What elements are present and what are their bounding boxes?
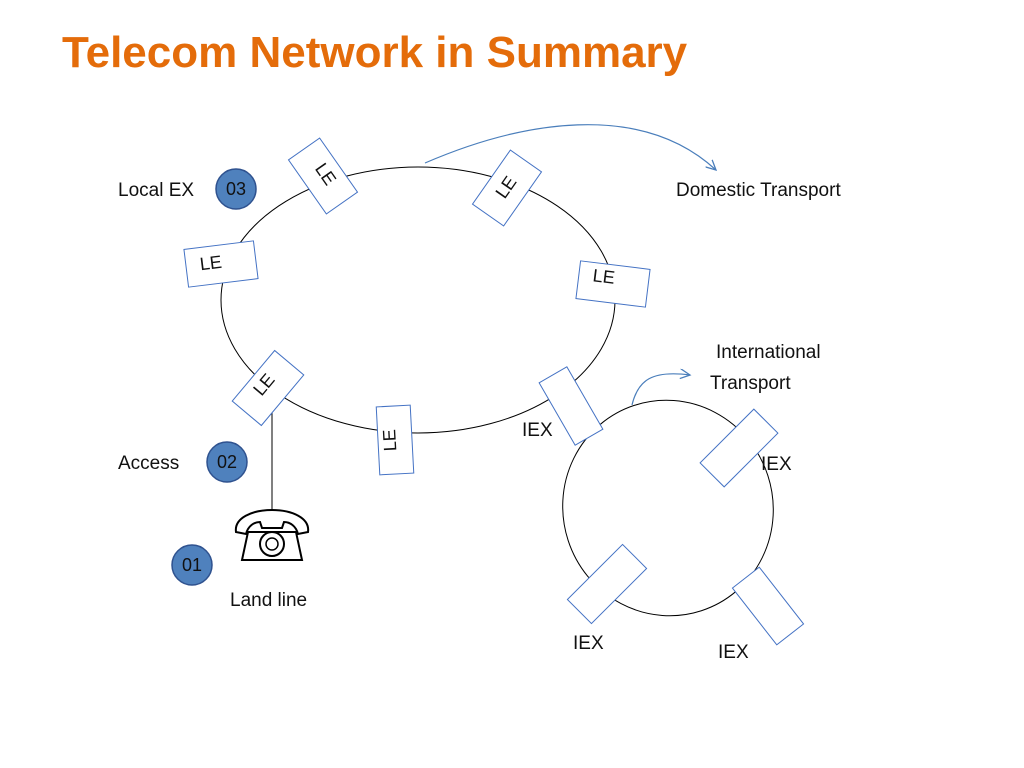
le-node: LE xyxy=(471,149,543,227)
le-node: LE xyxy=(287,137,359,215)
iex-label: IEX xyxy=(573,633,604,654)
badge-number: 02 xyxy=(217,452,237,472)
badge-access: Access 02 xyxy=(118,441,248,483)
telephone-icon xyxy=(234,508,310,561)
iex-node xyxy=(538,366,604,446)
domestic-transport-arrow xyxy=(424,124,716,170)
le-node-label: LE xyxy=(379,429,400,452)
international-exchange-ring xyxy=(562,399,774,617)
badge-label: Local EX xyxy=(118,180,194,201)
iex-label: IEX xyxy=(761,454,792,475)
le-node: LE xyxy=(375,404,415,476)
iex-node xyxy=(566,543,648,625)
badge-label: Land line xyxy=(230,590,307,611)
iex-label: IEX xyxy=(522,420,553,441)
badge-label: Access xyxy=(118,453,179,474)
international-transport-label-line2: Transport xyxy=(710,373,791,394)
badge-number: 01 xyxy=(182,555,202,575)
le-node: LE xyxy=(231,349,305,427)
le-node-label: LE xyxy=(592,265,616,288)
international-transport-arrow xyxy=(631,374,690,406)
le-node-label: LE xyxy=(199,252,223,275)
international-transport-label-line1: International xyxy=(716,342,821,363)
domestic-transport-label: Domestic Transport xyxy=(676,180,841,201)
iex-node xyxy=(731,566,805,646)
badge-land-line: 01 Land line xyxy=(171,544,307,611)
badge-local-ex: Local EX 03 xyxy=(118,168,257,210)
badge-number: 03 xyxy=(226,179,246,199)
le-node: LE xyxy=(575,260,651,308)
iex-label: IEX xyxy=(718,642,749,663)
page-title: Telecom Network in Summary xyxy=(62,28,688,77)
iex-node xyxy=(699,408,779,488)
le-node: LE xyxy=(183,240,259,288)
